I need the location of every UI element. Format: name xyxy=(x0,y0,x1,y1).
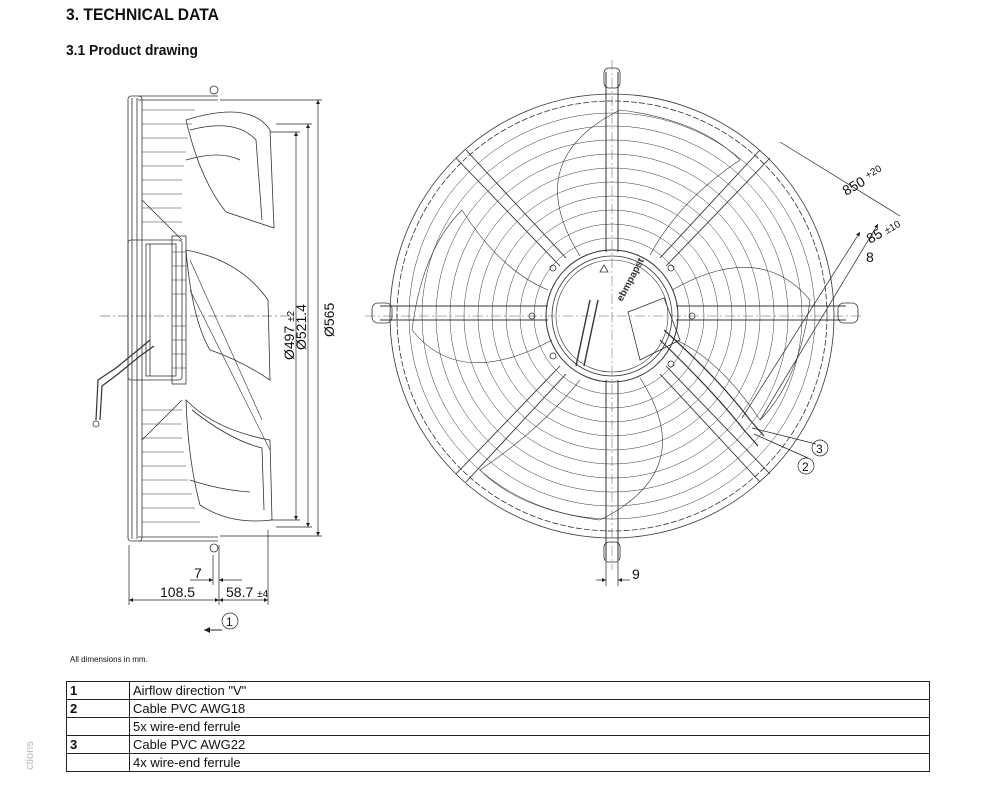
legend-text: 5x wire-end ferrule xyxy=(129,717,930,736)
dim-521-label: Ø521.4 xyxy=(293,304,309,350)
legend-number: 1 xyxy=(66,681,130,700)
dim-497-label: Ø497 ±2 xyxy=(281,310,297,360)
legend-number: 2 xyxy=(66,699,130,718)
dim-9-label: 9 xyxy=(632,566,640,582)
callout-2: 2 xyxy=(802,460,809,474)
dim-7-label: 7 xyxy=(194,565,202,581)
product-drawing: Ø497 ±2 Ø521.4 Ø565 7 108.5 58.7 ±4 1 xyxy=(92,60,904,633)
dim-85-label: 85 ±10 xyxy=(864,214,904,246)
legend-text: Cable PVC AWG18 xyxy=(129,699,930,718)
callout-3: 3 xyxy=(816,442,823,456)
dim-850-tolerance: +20 xyxy=(864,163,885,181)
side-margin-text: ctions xyxy=(24,741,36,770)
table-row: 2 Cable PVC AWG18 xyxy=(66,699,930,718)
table-row: 3 Cable PVC AWG22 xyxy=(66,735,930,754)
dim-58-tolerance: ±4 xyxy=(257,589,268,600)
dim-565-label: Ø565 xyxy=(321,303,337,337)
legend-table: 1 Airflow direction "V" 2 Cable PVC AWG1… xyxy=(66,681,930,772)
dim-58-value: 58.7 xyxy=(226,584,253,600)
front-view xyxy=(365,60,862,570)
callout-1: 1 xyxy=(226,615,233,629)
legend-text: 4x wire-end ferrule xyxy=(129,753,930,772)
dim-850-value: 850 xyxy=(840,173,868,199)
legend-text: Airflow direction "V" xyxy=(129,681,930,700)
section-title: 3. TECHNICAL DATA xyxy=(66,5,219,24)
side-dimensions xyxy=(128,99,322,633)
front-dimensions xyxy=(596,141,901,586)
table-row: 5x wire-end ferrule xyxy=(66,717,930,736)
table-row: 4x wire-end ferrule xyxy=(66,753,930,772)
dim-85-tolerance: ±10 xyxy=(883,219,903,237)
dim-8-label: 8 xyxy=(866,249,874,265)
legend-number xyxy=(66,717,130,736)
side-view xyxy=(92,85,290,553)
dim-108-label: 108.5 xyxy=(160,584,195,600)
dim-58-label: 58.7 ±4 xyxy=(226,584,269,600)
subsection-title: 3.1 Product drawing xyxy=(66,42,198,59)
dim-497-tolerance: ±2 xyxy=(286,310,297,321)
legend-number xyxy=(66,753,130,772)
warning-icon xyxy=(599,264,609,273)
side-dimension-labels: Ø497 ±2 Ø521.4 Ø565 7 108.5 58.7 ±4 1 xyxy=(160,303,337,629)
front-dimension-labels: 850 +20 85 ±10 8 9 3 2 xyxy=(632,163,904,582)
dim-497-value: Ø497 xyxy=(281,326,297,360)
dimensions-note: All dimensions in mm. xyxy=(70,655,148,664)
legend-text: Cable PVC AWG22 xyxy=(129,735,930,754)
table-row: 1 Airflow direction "V" xyxy=(66,681,930,700)
legend-number: 3 xyxy=(66,735,130,754)
